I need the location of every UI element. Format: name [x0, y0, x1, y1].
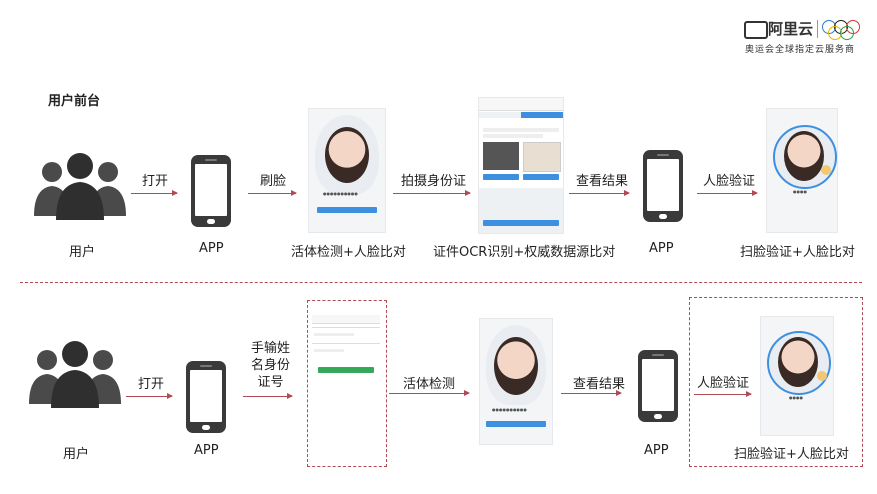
user-label: 用户 [69, 245, 96, 260]
app-label: APP [199, 241, 224, 256]
step-view-result-label: 查看结果 [576, 174, 629, 189]
arrow-view-result [569, 190, 630, 196]
aliyun-logo-icon [744, 21, 768, 39]
step-face-scan-label: 刷脸 [260, 174, 287, 189]
users-group-icon [29, 341, 121, 408]
users-group-icon [34, 153, 126, 220]
arrow-face-scan [248, 190, 297, 196]
step-manual-input-label: 手输姓 名身份 证号 [251, 341, 291, 390]
face-verify-screenshot: ●●●● [760, 316, 834, 436]
arrow-face-verify [694, 391, 752, 397]
step-face-verify-label: 人脸验证 [697, 376, 750, 391]
arrow-liveness [389, 390, 470, 396]
phone-icon [191, 155, 231, 227]
phone-icon [638, 350, 678, 422]
ocr-screenshot [478, 97, 564, 234]
face-verify-screenshot: ●●●● [766, 108, 838, 233]
step-open-label: 打开 [138, 377, 165, 392]
logo-divider [817, 20, 818, 38]
step-view-result-label: 查看结果 [573, 377, 626, 392]
app-label: APP [644, 443, 669, 458]
step-id-photo-label: 拍摄身份证 [401, 174, 467, 189]
step-face-verify-label: 人脸验证 [703, 174, 756, 189]
step-liveness-label: 活体检测 [403, 377, 456, 392]
phone-icon [643, 150, 683, 222]
app-label: APP [194, 443, 219, 458]
logo-tagline: 奥运会全球指定云服务商 [745, 45, 856, 55]
ocr-caption: 证件OCR识别+权威数据源比对 [433, 245, 616, 260]
scan-caption: 扫脸验证+人脸比对 [734, 447, 849, 462]
manual-input-screenshot [312, 315, 380, 450]
arrow-open [126, 393, 173, 399]
phone-icon [186, 361, 226, 433]
arrow-open [131, 190, 178, 196]
user-label: 用户 [63, 447, 90, 462]
app-label: APP [649, 241, 674, 256]
face-verify-frame [689, 297, 863, 467]
arrow-view-result [561, 390, 622, 396]
manual-input-frame [307, 300, 387, 467]
liveness-screenshot: ●●●●●●●●●● [479, 318, 553, 445]
step-open-label: 打开 [142, 174, 169, 189]
logo-brand: 阿里云 [768, 20, 814, 38]
scan-caption: 扫脸验证+人脸比对 [740, 245, 855, 260]
arrow-face-verify [697, 190, 758, 196]
liveness-caption: 活体检测+人脸比对 [291, 245, 406, 260]
arrow-id-photo [393, 190, 471, 196]
section-title: 用户前台 [48, 94, 101, 109]
arrow-manual-input [243, 393, 293, 399]
row-divider [20, 282, 862, 283]
liveness-screenshot: ●●●●●●●●●● [308, 108, 386, 233]
